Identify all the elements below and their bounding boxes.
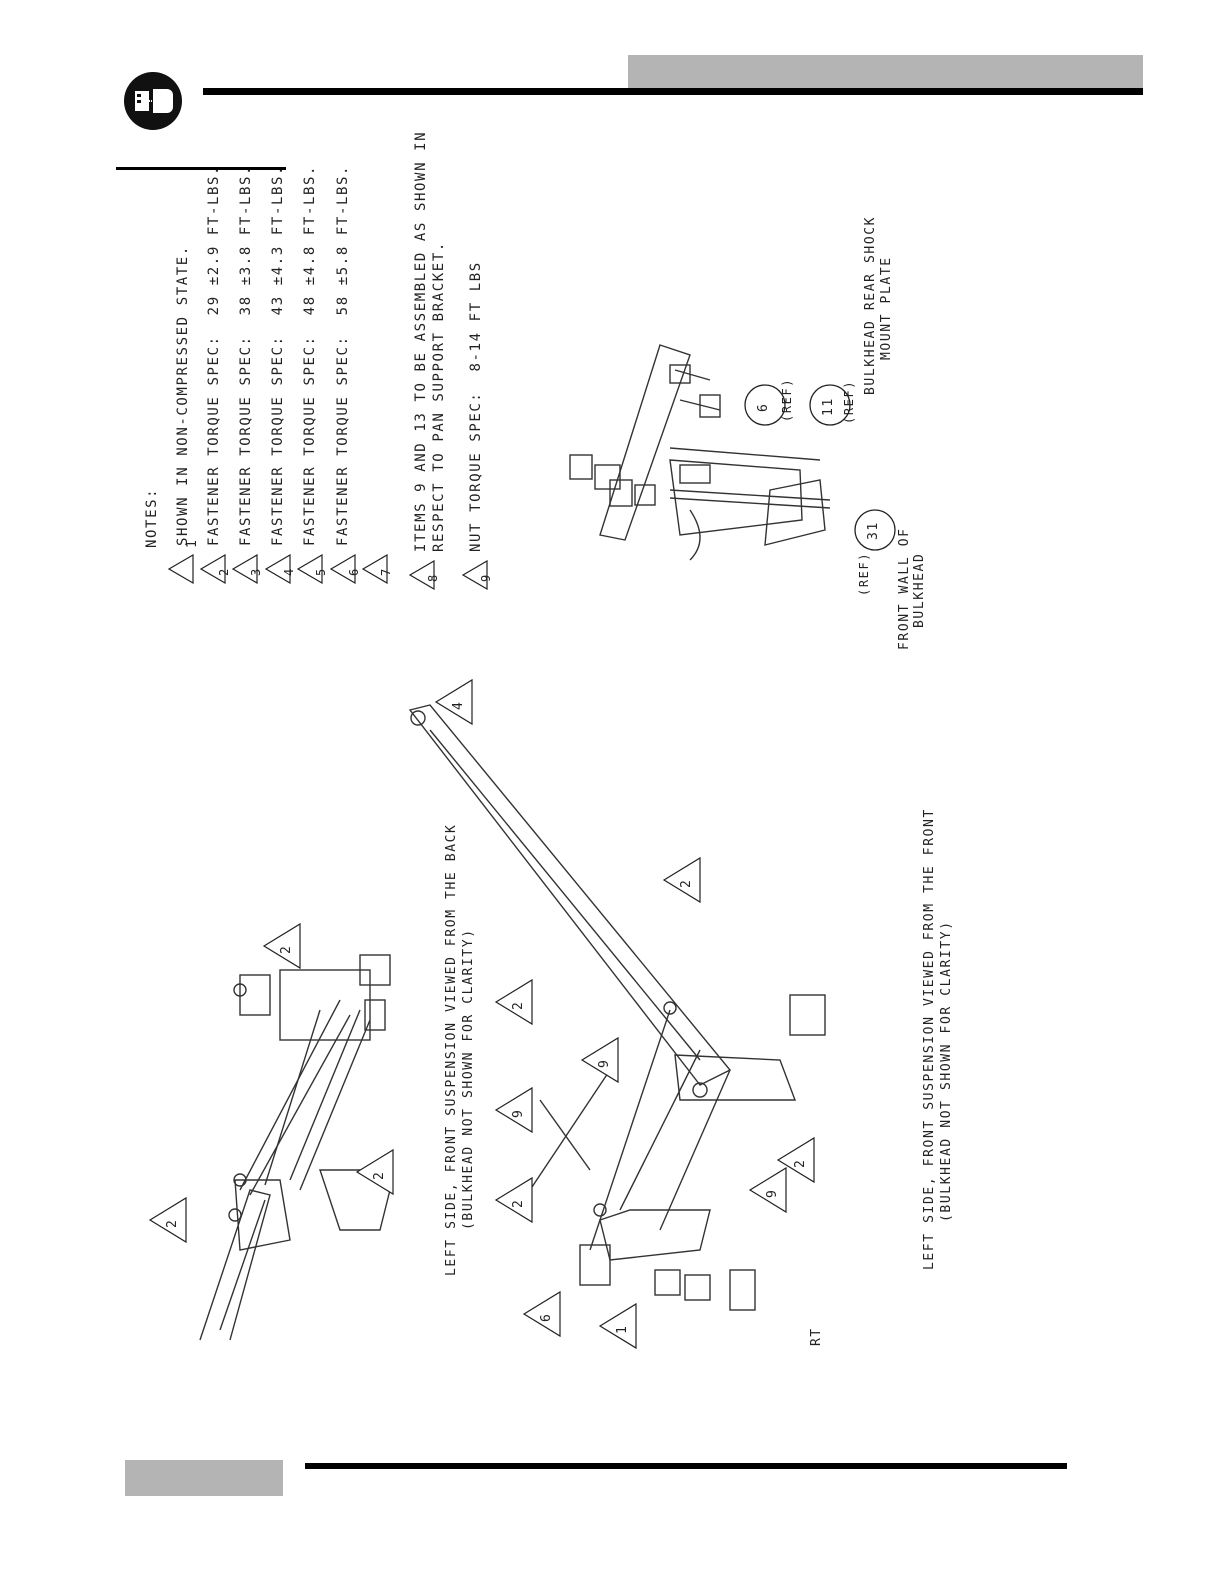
engine-tool-icon [124, 72, 182, 130]
front-callout-4-num: 4 [451, 700, 466, 710]
front-view-caption-sub: (BULKHEAD NOT SHOWN FOR CLARITY) [939, 920, 954, 1222]
footer-page-box [125, 1460, 283, 1496]
bulkhead-plate-label-2: MOUNT PLATE [879, 256, 894, 360]
note-text-9: NUT TORQUE SPEC: 8-14 FT LBS [468, 261, 484, 552]
front-view-drawing [408, 704, 826, 1311]
front-cut-label: RT [809, 1327, 824, 1346]
front-wall-label-2: BULKHEAD [912, 552, 927, 628]
callout-6: 6 [756, 402, 771, 412]
back-callout-1 [148, 1196, 187, 1244]
back-view-drawing [199, 954, 391, 1341]
front-callout-4 [434, 678, 473, 726]
footer-rule [305, 1463, 1067, 1469]
callout-6-ref: (REF) [780, 377, 794, 422]
front-view-caption: LEFT SIDE, FRONT SUSPENSION VIEWED FROM … [922, 808, 937, 1270]
note-num-8: 8 [426, 573, 440, 582]
note-text-8b: RESPECT TO PAN SUPPORT BRACKET. [431, 241, 447, 552]
back-callout-3-num: 2 [279, 944, 294, 954]
note-text-4: FASTENER TORQUE SPEC: 43 ±4.3 FT-LBS. [270, 164, 286, 546]
header-rule [203, 88, 1143, 95]
front-callout-2c-num: 2 [793, 1158, 808, 1168]
callout-11-ref: (REF) [842, 379, 856, 424]
front-callout-2b [494, 978, 533, 1026]
note-marker-2 [200, 554, 226, 584]
front-callout-2d-num: 2 [511, 1198, 526, 1208]
front-callout-2c [776, 1136, 815, 1184]
front-callout-9c [748, 1166, 787, 1214]
note-marker-7 [362, 554, 388, 584]
note-num-2: 2 [217, 567, 231, 576]
callout-31-circle [854, 509, 896, 551]
back-callout-2-num: 2 [372, 1170, 387, 1180]
note-marker-8 [409, 560, 435, 590]
front-callout-6-num: 6 [539, 1312, 554, 1322]
front-wall-label-1: FRONT WALL OF [897, 527, 912, 650]
callout-6-circle [744, 384, 786, 426]
back-callout-1-num: 2 [165, 1218, 180, 1228]
callout-31: 31 [866, 521, 881, 540]
front-callout-2a-num: 2 [679, 878, 694, 888]
callout-11-circle [809, 384, 851, 426]
front-callout-2b-num: 2 [511, 1000, 526, 1010]
note-num-6: 6 [347, 567, 361, 576]
note-num-9: 9 [479, 573, 493, 582]
header-bar [628, 55, 1143, 89]
note-marker-1 [168, 554, 194, 584]
bulkhead-plate-label-1: BULKHEAD REAR SHOCK [863, 215, 878, 395]
front-callout-2d [494, 1176, 533, 1224]
front-callout-1-num: 1 [615, 1324, 630, 1334]
note-text-2: FASTENER TORQUE SPEC: 29 ±2.9 FT-LBS. [206, 164, 222, 546]
note-text-5: FASTENER TORQUE SPEC: 48 ±4.8 FT-LBS. [302, 164, 318, 546]
front-callout-9b-num: 9 [511, 1108, 526, 1118]
back-callout-3 [262, 922, 301, 970]
note-marker-4 [265, 554, 291, 584]
note-marker-3 [232, 554, 258, 584]
front-callout-9c-num: 9 [765, 1188, 780, 1198]
note-num-3: 3 [249, 567, 263, 576]
front-callout-1 [598, 1302, 637, 1350]
note-marker-9 [462, 560, 488, 590]
note-marker-6 [330, 554, 356, 584]
callout-31-ref: (REF) [857, 551, 871, 596]
detail-view-drawing [569, 344, 831, 561]
front-callout-9b [494, 1086, 533, 1134]
note-text-3: FASTENER TORQUE SPEC: 38 ±3.8 FT-LBS. [238, 164, 254, 546]
note-text-1: SHOWN IN NON-COMPRESSED STATE. [175, 245, 191, 546]
note-num-5: 5 [314, 567, 328, 576]
front-callout-6 [522, 1290, 561, 1338]
callout-11: 11 [821, 397, 836, 416]
note-marker-5 [297, 554, 323, 584]
front-callout-9a-num: 9 [597, 1058, 612, 1068]
note-num-7: 7 [379, 567, 393, 576]
notes-heading: NOTES: [144, 487, 160, 548]
note-text-8: ITEMS 9 AND 13 TO BE ASSEMBLED AS SHOWN … [413, 130, 429, 552]
note-num-4: 4 [282, 567, 296, 576]
note-text-6: FASTENER TORQUE SPEC: 58 ±5.8 FT-LBS. [335, 164, 351, 546]
back-callout-2 [355, 1148, 394, 1196]
section-rule [116, 167, 286, 170]
front-callout-9a [580, 1036, 619, 1084]
front-callout-2a [662, 856, 701, 904]
